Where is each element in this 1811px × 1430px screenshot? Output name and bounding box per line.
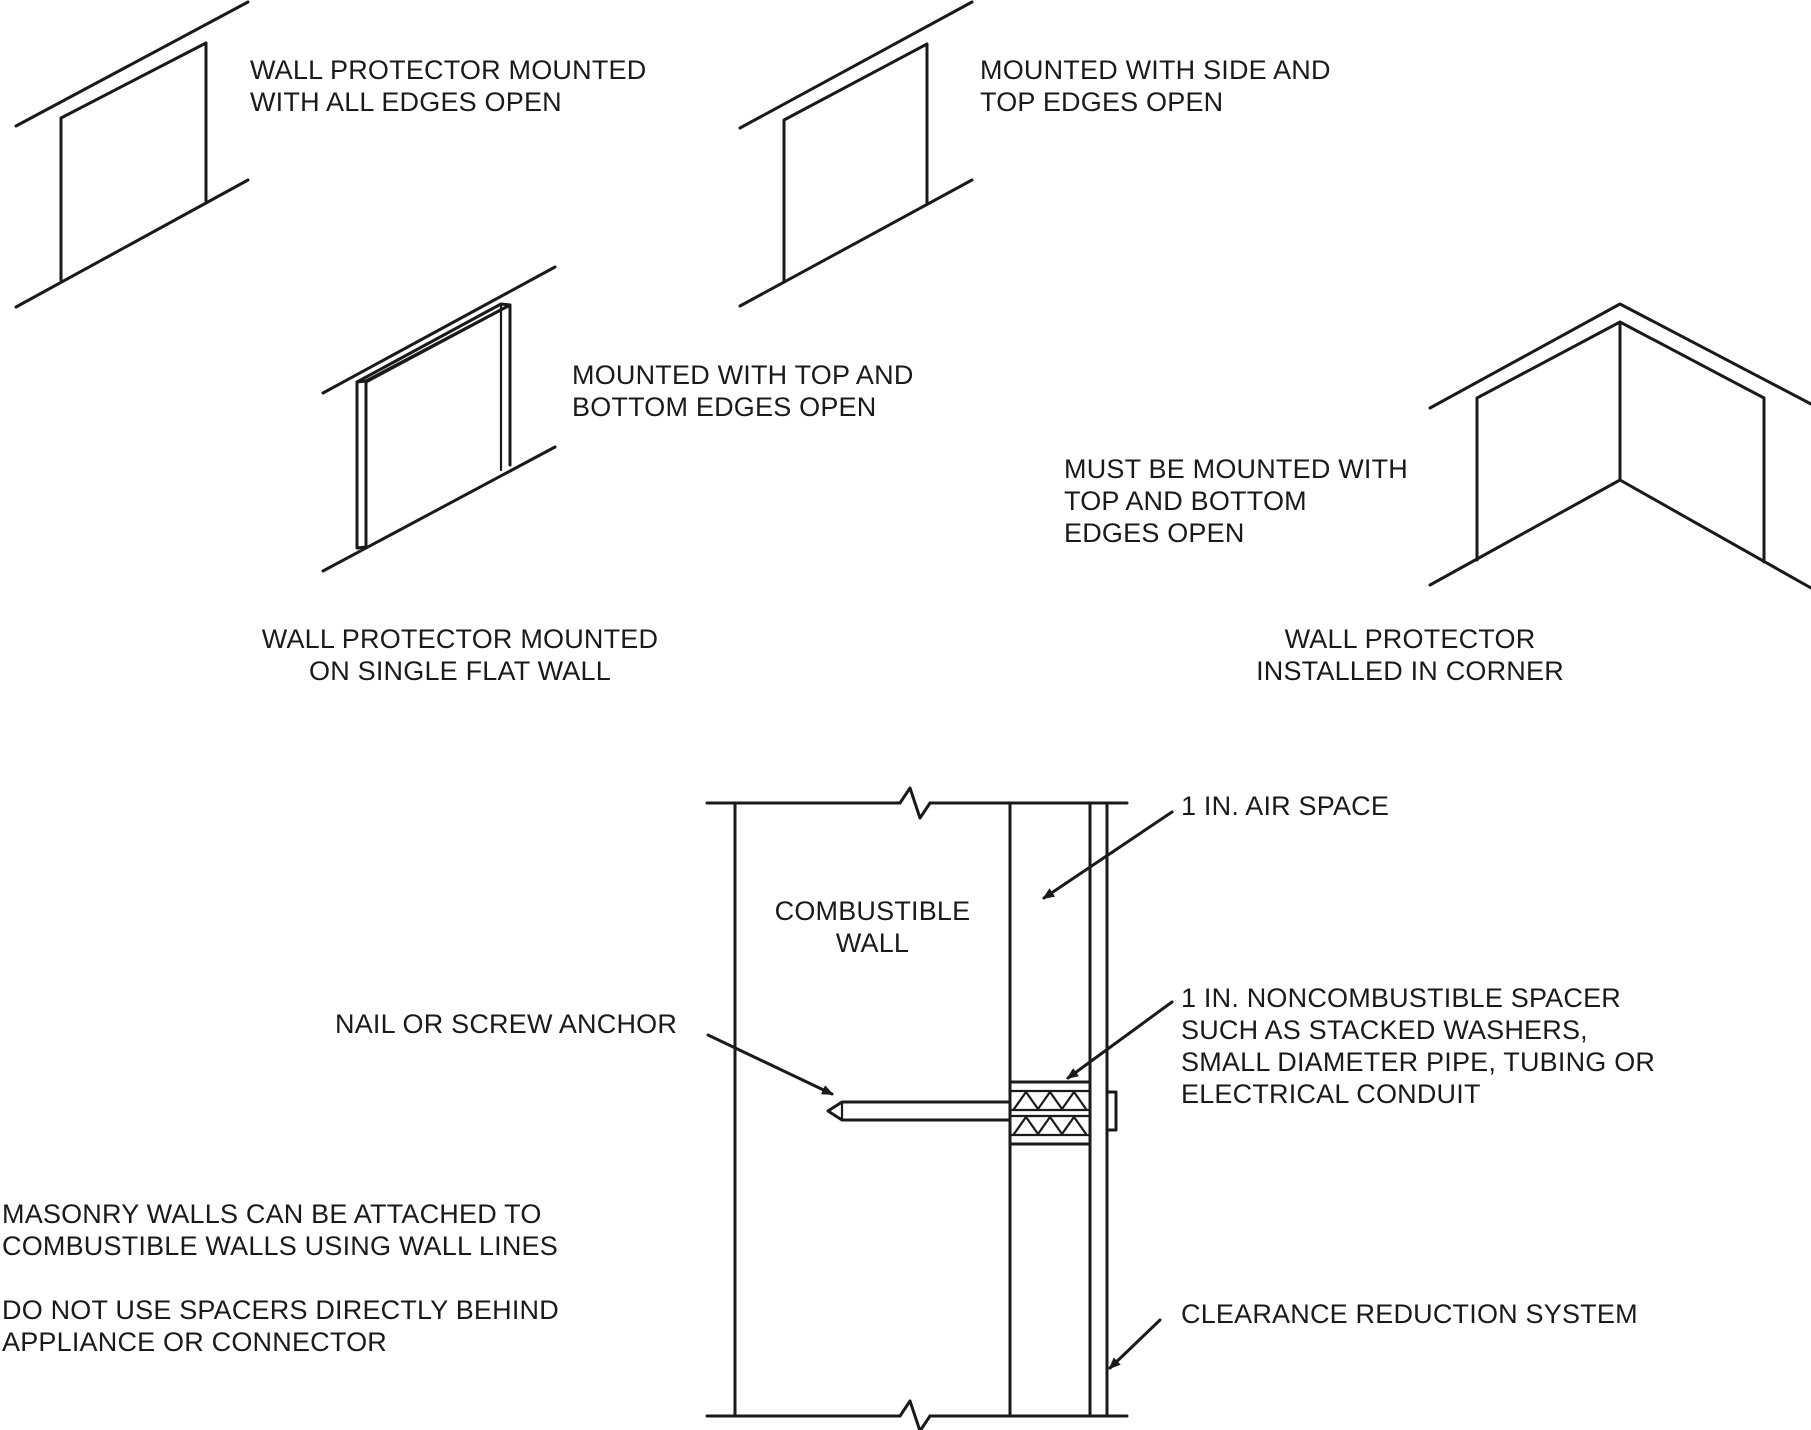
caption-line: INSTALLED IN CORNER (1256, 656, 1564, 686)
label-line: WITH ALL EDGES OPEN (250, 87, 562, 117)
note-line: MASONRY WALLS CAN BE ATTACHED TO (2, 1199, 542, 1229)
label-nail-anchor: NAIL OR SCREW ANCHOR (335, 1008, 677, 1040)
note-spacers: DO NOT USE SPACERS DIRECTLY BEHIND APPLI… (2, 1294, 559, 1358)
label-line: MUST BE MOUNTED WITH (1064, 454, 1408, 484)
label-line: BOTTOM EDGES OPEN (572, 392, 877, 422)
label-line: TOP EDGES OPEN (980, 87, 1224, 117)
label-line: 1 IN. AIR SPACE (1181, 791, 1390, 821)
nail-anchor (826, 1090, 1118, 1132)
label-clearance-system: CLEARANCE REDUCTION SYSTEM (1181, 1298, 1638, 1330)
caption-installed-corner: WALL PROTECTOR INSTALLED IN CORNER (1210, 623, 1610, 687)
label-line: ELECTRICAL CONDUIT (1181, 1079, 1481, 1109)
label-air-space: 1 IN. AIR SPACE (1181, 790, 1389, 822)
label-line: CLEARANCE REDUCTION SYSTEM (1181, 1299, 1638, 1329)
label-line: EDGES OPEN (1064, 518, 1245, 548)
label-line: MOUNTED WITH TOP AND (572, 360, 914, 390)
label-side-top-open: MOUNTED WITH SIDE AND TOP EDGES OPEN (980, 54, 1331, 118)
note-line: COMBUSTIBLE WALLS USING WALL LINES (2, 1231, 558, 1261)
caption-line: WALL PROTECTOR (1284, 624, 1536, 654)
label-line: WALL (835, 928, 910, 958)
label-top-bottom-open: MOUNTED WITH TOP AND BOTTOM EDGES OPEN (572, 359, 914, 423)
figure-corner (1428, 302, 1811, 590)
note-line: DO NOT USE SPACERS DIRECTLY BEHIND (2, 1295, 559, 1325)
caption-single-flat-wall: WALL PROTECTOR MOUNTED ON SINGLE FLAT WA… (220, 623, 700, 687)
caption-line: WALL PROTECTOR MOUNTED (261, 624, 659, 654)
figure-side-top-open (738, 0, 974, 308)
label-spacer: 1 IN. NONCOMBUSTIBLE SPACER SUCH AS STAC… (1181, 982, 1655, 1110)
noncombustible-spacer (1008, 1080, 1092, 1146)
caption-line: ON SINGLE FLAT WALL (309, 656, 611, 686)
note-line: APPLIANCE OR CONNECTOR (2, 1327, 387, 1357)
label-line: NAIL OR SCREW ANCHOR (335, 1009, 678, 1039)
label-line: 1 IN. NONCOMBUSTIBLE SPACER (1181, 983, 1621, 1013)
label-corner-must: MUST BE MOUNTED WITH TOP AND BOTTOM EDGE… (1064, 453, 1408, 549)
label-line: WALL PROTECTOR MOUNTED (250, 55, 647, 85)
label-combustible-wall: COMBUSTIBLE WALL (745, 895, 1000, 959)
label-line: TOP AND BOTTOM (1064, 486, 1307, 516)
note-masonry: MASONRY WALLS CAN BE ATTACHED TO COMBUST… (2, 1198, 558, 1262)
label-line: MOUNTED WITH SIDE AND (980, 55, 1331, 85)
figure-all-edges-open (14, 0, 250, 309)
label-line: SUCH AS STACKED WASHERS, (1181, 1015, 1588, 1045)
figure-top-bottom-open (321, 265, 557, 573)
label-line: COMBUSTIBLE (774, 896, 971, 926)
section-detail (705, 786, 1174, 1430)
label-all-edges-open: WALL PROTECTOR MOUNTED WITH ALL EDGES OP… (250, 54, 646, 118)
label-line: SMALL DIAMETER PIPE, TUBING OR (1181, 1047, 1656, 1077)
